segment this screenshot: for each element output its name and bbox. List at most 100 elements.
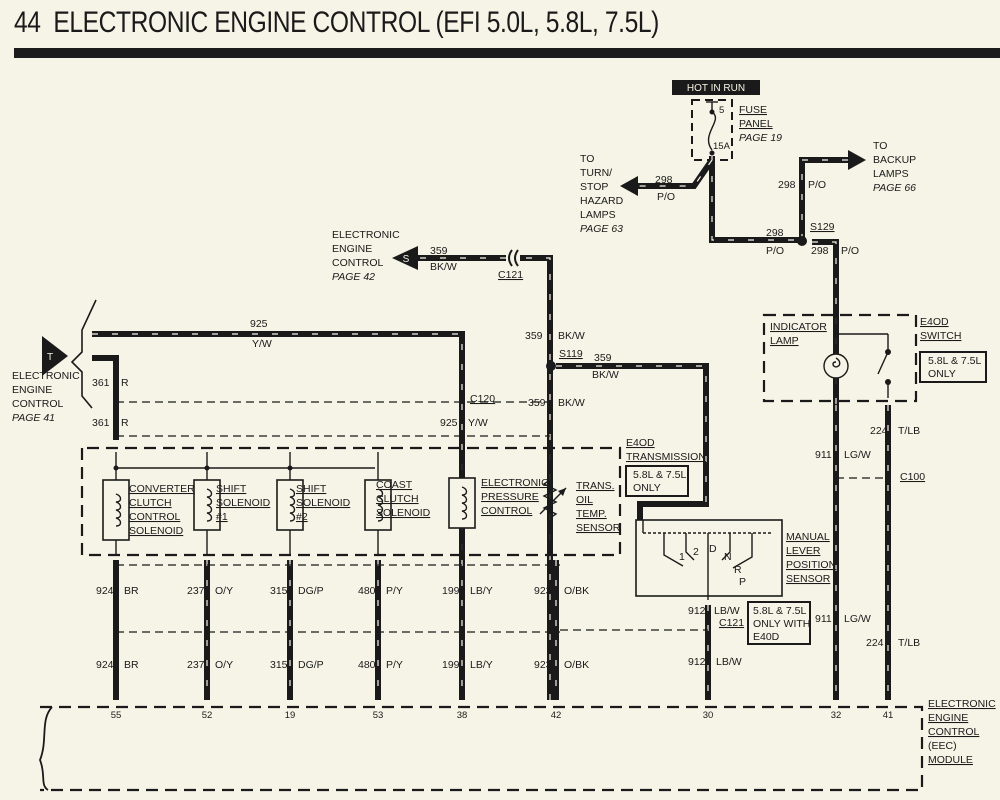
svg-text:359: 359 [430, 245, 448, 257]
svg-text:P/O: P/O [841, 245, 859, 257]
epc-label: ELECTRONIC PRESSURE CONTROL [481, 477, 549, 517]
svg-text:224: 224 [866, 637, 884, 649]
solenoid-group [102, 452, 551, 555]
svg-text:R: R [734, 564, 742, 576]
svg-text:CONTROL: CONTROL [481, 505, 532, 517]
svg-text:#1: #1 [216, 511, 228, 523]
svg-text:CONVERTER: CONVERTER [129, 483, 195, 495]
svg-text:ELECTRONIC: ELECTRONIC [928, 698, 996, 710]
svg-text:E4OD: E4OD [626, 437, 655, 449]
svg-text:CONTROL: CONTROL [928, 726, 979, 738]
svg-text:5: 5 [719, 105, 724, 116]
svg-text:P: P [739, 576, 746, 588]
eec-pin-42: 42 [551, 710, 562, 721]
svg-text:298: 298 [811, 245, 829, 257]
eec-pin-52: 52 [202, 710, 213, 721]
eec-pin-32: 32 [831, 710, 842, 721]
svg-text:15A: 15A [713, 141, 731, 152]
svg-text:298: 298 [778, 179, 796, 191]
svg-text:PAGE 42: PAGE 42 [332, 271, 375, 283]
svg-text:COAST: COAST [376, 479, 413, 491]
svg-text:2: 2 [693, 546, 699, 558]
wire-circuit-label: 924 [96, 659, 114, 671]
e4od-transmission: E4OD TRANSMISSION 5.8L & 7.5L ONLY [80, 437, 706, 557]
wire-912: 912 LB/W C121 912 LB/W 5.8L & 7.5L ONLY … [560, 601, 811, 700]
switch-icon [877, 351, 889, 375]
eec-module: ELECTRONIC ENGINE CONTROL (EEC) MODULE [39, 698, 996, 792]
svg-text:SENSOR: SENSOR [576, 522, 621, 534]
svg-text:925: 925 [440, 417, 458, 429]
lamp-bulb-icon [823, 353, 849, 379]
svg-text:361: 361 [92, 377, 110, 389]
svg-text:CONTROL: CONTROL [12, 398, 63, 410]
wire-color-label: P/Y [386, 585, 403, 597]
svg-text:LB/W: LB/W [714, 605, 740, 617]
svg-text:ONLY WITH: ONLY WITH [753, 618, 810, 630]
svg-text:Y/W: Y/W [252, 338, 272, 350]
svg-text:BK/W: BK/W [430, 261, 457, 273]
svg-text:LB/W: LB/W [716, 656, 742, 668]
svg-text:FUSE: FUSE [739, 104, 767, 116]
svg-text:SOLENOID: SOLENOID [296, 497, 351, 509]
svg-text:P/O: P/O [808, 179, 826, 191]
arrow-right-icon [848, 150, 866, 170]
svg-text:5.8L & 7.5L: 5.8L & 7.5L [633, 469, 686, 481]
svg-text:OIL: OIL [576, 494, 593, 506]
eec-pin-38: 38 [457, 710, 468, 721]
wire-color-label: O/BK [564, 659, 589, 671]
svg-text:MANUAL: MANUAL [786, 531, 830, 543]
svg-text:912: 912 [688, 656, 706, 668]
backup-lamps-destination: TO BACKUP LAMPS PAGE 66 [873, 140, 916, 194]
wire-circuit-label: 480 [358, 659, 376, 671]
title-rule [14, 48, 1000, 58]
eec-pin-53: 53 [373, 710, 384, 721]
hot-in-run-label: HOT IN RUN [672, 80, 760, 95]
svg-text:ELECTRONIC: ELECTRONIC [12, 370, 80, 382]
svg-text:359: 359 [525, 330, 543, 342]
svg-text:CLUTCH: CLUTCH [376, 493, 419, 505]
svg-text:T: T [47, 352, 53, 363]
eec-pin-30: 30 [703, 710, 714, 721]
svg-text:S: S [403, 254, 410, 265]
solenoid-coil-icon [364, 452, 392, 555]
fuse-panel: 5 15A FUSE PANEL PAGE 19 [691, 99, 782, 161]
wire-color-label: LB/Y [470, 659, 493, 671]
page-heading: ELECTRONIC ENGINE CONTROL (EFI 5.0L, 5.8… [53, 6, 659, 39]
svg-text:LG/W: LG/W [844, 449, 871, 461]
solenoid-coil-icon [193, 452, 221, 555]
eec-page-42-destination: ELECTRONIC ENGINE CONTROL PAGE 42 [332, 229, 400, 283]
svg-text:LG/W: LG/W [844, 613, 871, 625]
svg-text:PRESSURE: PRESSURE [481, 491, 539, 503]
eec-page-41-connector: T ELECTRONIC ENGINE CONTROL PAGE 41 [12, 299, 97, 424]
fuse-icon [707, 111, 717, 151]
wire-color-label: O/Y [215, 585, 233, 597]
svg-text:911: 911 [815, 449, 832, 461]
wire-color-label: BR [124, 585, 139, 597]
wire-color-label: DG/P [298, 659, 324, 671]
trans-oil-temp-sensor: TRANS. OIL TEMP. SENSOR [539, 479, 621, 534]
svg-text:E40D: E40D [753, 631, 780, 643]
wire-911-224: 911 LG/W 224 T/LB C100 911 LG/W 224 T/LB [815, 405, 925, 700]
svg-text:C121: C121 [498, 269, 523, 281]
svg-text:P/O: P/O [766, 245, 784, 257]
svg-text:298: 298 [655, 174, 673, 186]
svg-text:CLUTCH: CLUTCH [129, 497, 172, 509]
svg-text:ONLY: ONLY [633, 482, 661, 494]
svg-text:HAZARD: HAZARD [580, 195, 624, 207]
wire-circuit-label: 480 [358, 585, 376, 597]
wire-circuit-label: 923 [534, 659, 552, 671]
svg-text:S119: S119 [559, 348, 583, 360]
shift-solenoid-1-label: SHIFT SOLENOID #1 [216, 483, 271, 523]
svg-text:5.8L & 7.5L: 5.8L & 7.5L [753, 605, 806, 617]
svg-text:BACKUP: BACKUP [873, 154, 916, 166]
svg-text:SHIFT: SHIFT [296, 483, 327, 495]
svg-text:925: 925 [250, 318, 268, 330]
svg-text:BK/W: BK/W [592, 369, 619, 381]
converter-clutch-label: CONVERTER CLUTCH CONTROL SOLENOID [129, 483, 195, 537]
svg-text:LAMP: LAMP [770, 335, 799, 347]
wire-color-label: O/BK [564, 585, 589, 597]
